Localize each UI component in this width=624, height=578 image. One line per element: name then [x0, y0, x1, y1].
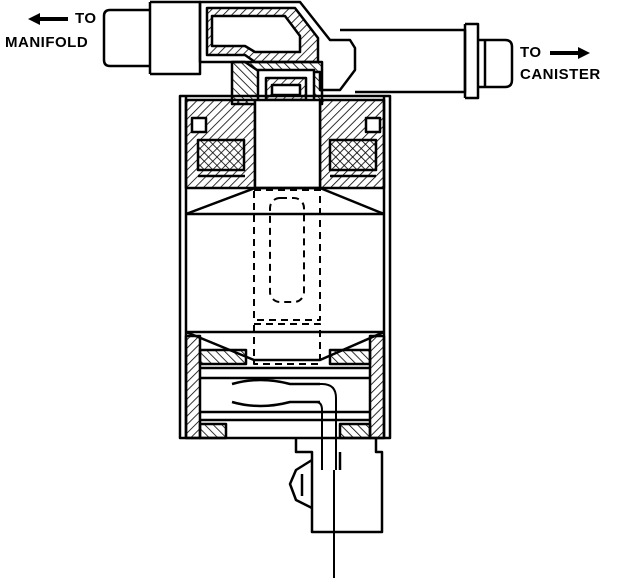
- label-to-manifold-line1: TO: [75, 10, 97, 27]
- arrow-right-icon: [550, 47, 590, 59]
- upper-pole-pieces: [184, 98, 386, 190]
- manifold-port-tube: [102, 0, 202, 76]
- label-to-canister-line2: CANISTER: [520, 66, 601, 83]
- canister-port-tube: [340, 22, 514, 100]
- electrical-connector: [288, 438, 384, 534]
- lower-pole-pieces: [184, 334, 386, 440]
- label-to-manifold-line2: MANIFOLD: [5, 34, 89, 51]
- lower-chamber-taper: [185, 330, 385, 362]
- upper-housing: [198, 0, 357, 92]
- armature-plunger: [253, 189, 321, 365]
- label-to-canister-line1: TO: [520, 44, 542, 61]
- terminal-lead-path: [300, 383, 337, 470]
- arrow-left-icon: [28, 13, 68, 25]
- upper-chamber-taper: [185, 186, 385, 216]
